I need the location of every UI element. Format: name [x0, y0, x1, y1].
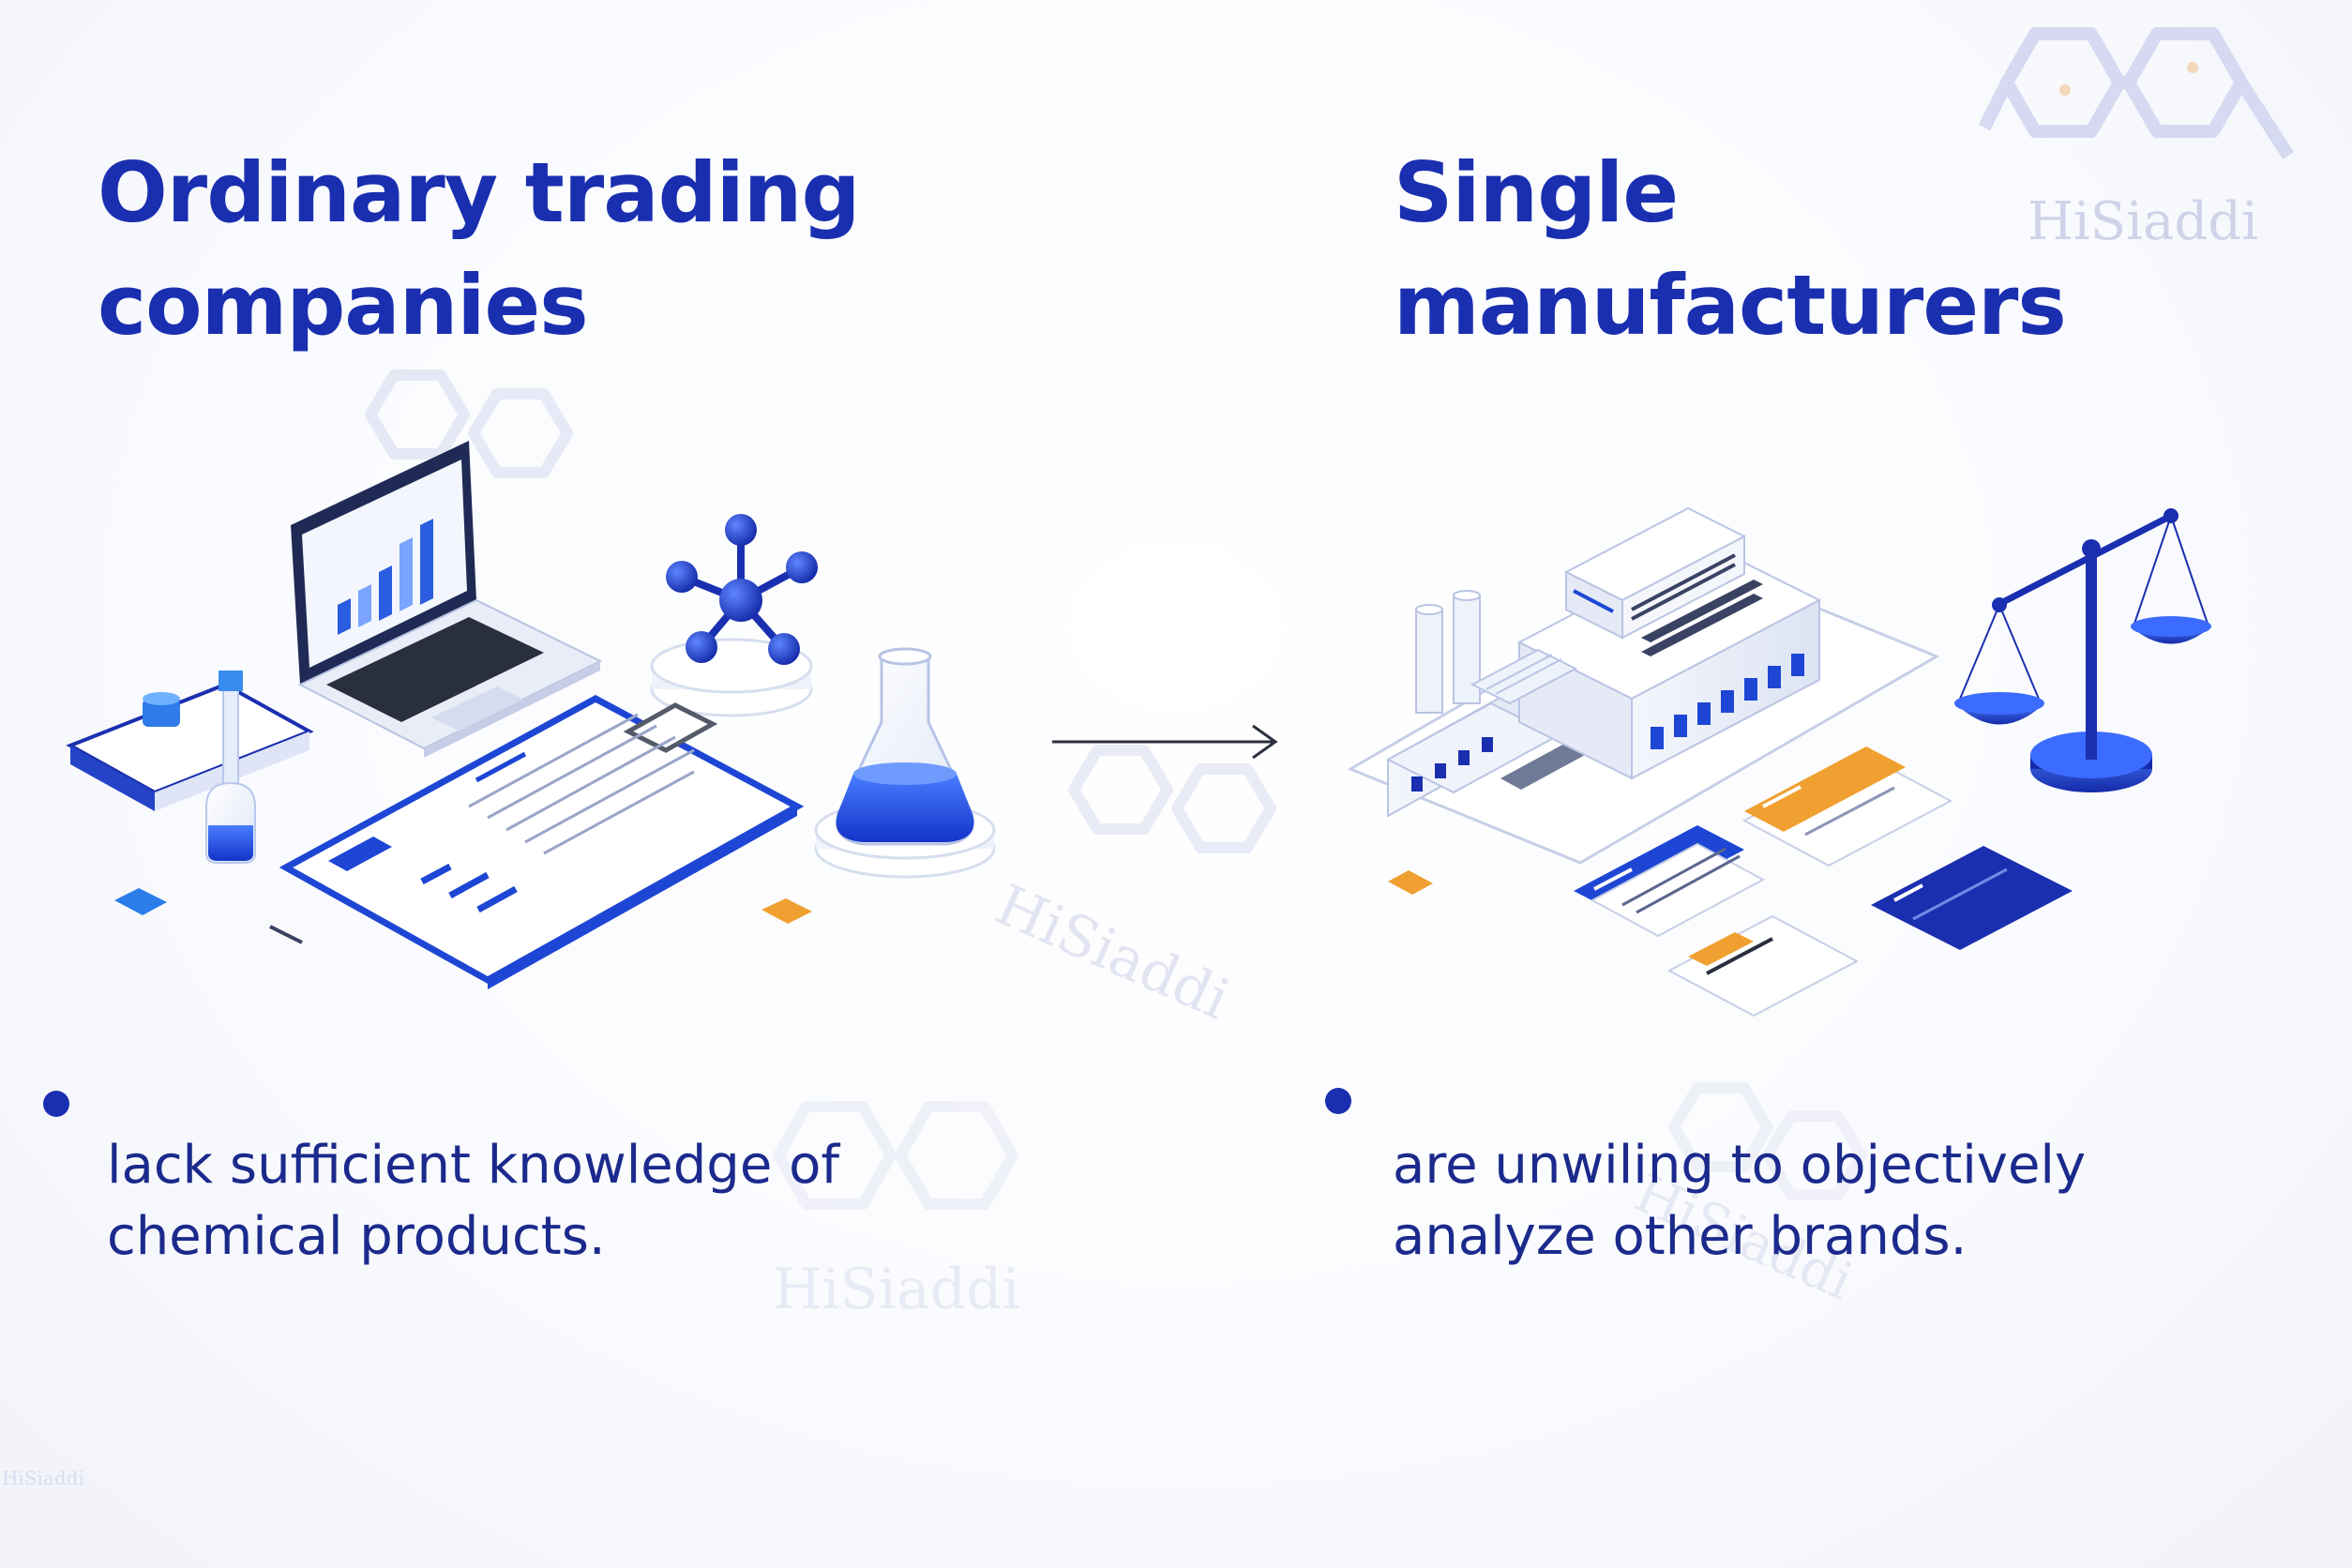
laptop-icon: [291, 441, 603, 758]
hexagon-molecule-logo-icon: [1668, 1082, 1867, 1200]
heading-line: companies: [98, 257, 589, 354]
hexagon-molecule-logo-icon: [773, 1101, 1018, 1210]
scale-icon: [1954, 508, 2211, 792]
bullet-dot: [1325, 1088, 1351, 1114]
brand-card-icon: [1574, 825, 1766, 938]
bottle-icon: [205, 671, 256, 864]
bullet-line: are unwiling to objectively: [1393, 1135, 2087, 1196]
bullet-text-right: are unwiling to objectively analyze othe…: [1393, 1130, 2086, 1273]
small-block-icon: [761, 898, 812, 924]
bullet-line: chemical products.: [107, 1206, 606, 1267]
small-block-icon: [1388, 870, 1433, 895]
heading-ordinary-trading-companies: Ordinary trading companies: [98, 137, 860, 362]
brand-card-icon: [1666, 914, 1860, 1018]
factory-scale-brand-cards-icon: [1347, 506, 2211, 1018]
laptop-chart-molecule-flask-document-icon: [66, 441, 996, 989]
book-icon: [66, 682, 314, 811]
heading-line: Single: [1394, 144, 1679, 241]
watermark-text: HiSiaddi: [773, 1257, 1020, 1322]
brand-card-icon: [1741, 746, 1953, 867]
hexagon-molecule-logo-icon: [1979, 27, 2294, 159]
bullet-line: analyze other brands.: [1393, 1206, 1968, 1267]
hexagon-molecule-logo-icon: [1068, 745, 1276, 853]
heading-line: Ordinary trading: [98, 144, 860, 241]
bullet-line: lack sufficient knowledge of: [107, 1135, 840, 1196]
watermark-text: HiSiaddi: [2, 1467, 84, 1489]
pen-icon: [269, 925, 303, 944]
arrow-right-icon: [1052, 724, 1278, 760]
bullet-dot: [43, 1091, 69, 1117]
factory-icon: [1347, 506, 1940, 865]
document-icon: [279, 695, 805, 989]
molecule-icon: [650, 514, 818, 717]
heading-line: manufacturers: [1394, 257, 2067, 354]
brand-card-icon: [1871, 846, 2073, 950]
small-block-icon: [114, 888, 167, 915]
flask-icon: [814, 647, 996, 879]
bullet-text-left: lack sufficient knowledge of chemical pr…: [107, 1130, 839, 1273]
hexagon-molecule-logo-icon: [365, 369, 573, 478]
heading-single-manufacturers: Single manufacturers: [1394, 137, 2067, 362]
watermark-text: HiSiaddi: [2028, 191, 2259, 252]
